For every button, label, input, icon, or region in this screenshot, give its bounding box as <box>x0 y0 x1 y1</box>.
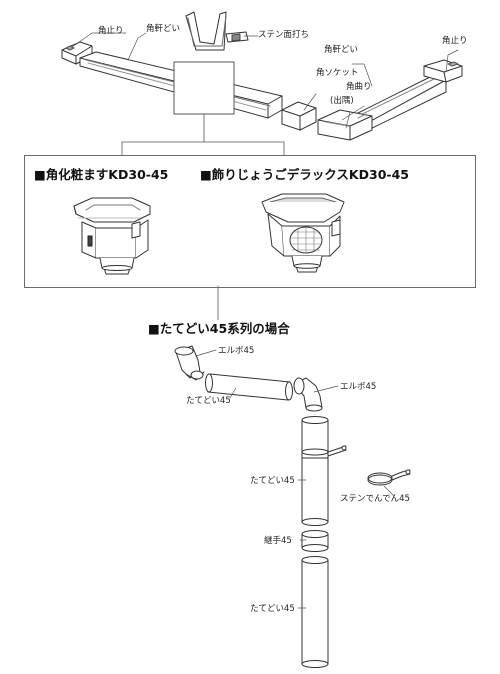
label-sten-denden: ステンでんでん45 <box>340 494 410 504</box>
bracket-connector <box>121 113 285 321</box>
label-desumi: (出隅) <box>330 96 354 106</box>
section-title-tatedoi: ■たてどい45系列の場合 <box>148 321 290 336</box>
product-title-decorative-funnel: ■飾りじょうごデラックスKD30-45 <box>200 167 409 182</box>
label-kadome-left: 角止り <box>98 26 124 36</box>
top-leader-lines <box>71 32 459 129</box>
corner-socket <box>281 101 317 131</box>
label-tatedoi-3: たてどい45 <box>250 604 295 614</box>
downspout-pipe-upper <box>301 416 329 526</box>
stainless-denden-45-loose <box>367 469 411 486</box>
label-kakumagari: 角曲り <box>346 82 372 92</box>
label-elbow-2: エルボ45 <box>340 382 377 392</box>
label-tsugite: 継手45 <box>264 536 292 546</box>
label-kakunokidoi-left: 角軒どい <box>146 24 181 34</box>
outlet-placeholder-box <box>173 61 235 115</box>
elbow-45-bottom <box>293 377 323 412</box>
elbow-45-top <box>174 345 205 381</box>
decorative-funnel-deluxe-kd30-45 <box>261 193 345 273</box>
corner-bend <box>317 109 373 141</box>
right-end-cap <box>423 59 463 83</box>
downspout-pipe-lower <box>301 556 329 668</box>
parts-leader-lines <box>195 349 395 609</box>
square-outlet-kd30-45 <box>73 197 151 275</box>
label-tatedoi-2: たてどい45 <box>250 476 295 486</box>
product-title-square-outlet: ■角化粧ますKD30-45 <box>34 167 169 182</box>
label-kakusocket: 角ソケット <box>316 68 359 78</box>
product-options-frame <box>24 155 476 288</box>
label-sten-menuchi: ステン面打ち <box>258 30 310 40</box>
label-tatedoi-1: たてどい45 <box>186 396 231 406</box>
label-kadome-right: 角止り <box>442 36 468 46</box>
downspout-pipe-short <box>205 373 293 401</box>
label-kakunokidoi-right: 角軒どい <box>324 45 359 55</box>
stainless-band-on-pipe <box>301 445 347 459</box>
joint-45 <box>301 530 329 552</box>
label-elbow-1: エルボ45 <box>218 346 255 356</box>
stainless-bracket <box>185 11 249 51</box>
